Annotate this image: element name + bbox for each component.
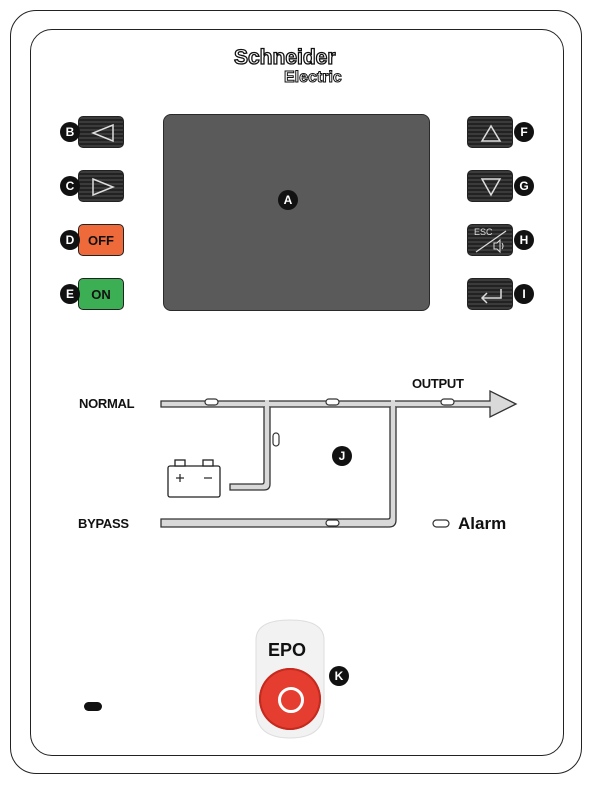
join-right [391, 400, 395, 409]
logo-line2: Electric [284, 69, 343, 87]
epo-button[interactable] [259, 668, 321, 730]
battery-icon [167, 459, 221, 498]
on-button[interactable]: ON [78, 278, 124, 310]
on-button-callout: E [60, 284, 80, 304]
enter-button-callout: I [514, 284, 534, 304]
left-button[interactable] [78, 116, 124, 148]
alarm-led [432, 519, 450, 528]
up-triangle-icon [480, 124, 502, 142]
on-button-label: ON [91, 286, 111, 302]
up-button-callout: F [514, 122, 534, 142]
inverter-led [325, 398, 340, 406]
bypass-led [325, 519, 340, 527]
down-triangle-icon [480, 178, 502, 197]
off-button-callout: D [60, 230, 80, 250]
left-button-callout: B [60, 122, 80, 142]
screen-callout: A [278, 190, 298, 210]
standby-indicator [84, 702, 102, 711]
output-label: OUTPUT [412, 376, 464, 391]
down-button-callout: G [514, 176, 534, 196]
up-button[interactable] [467, 116, 513, 148]
esc-button-callout: H [514, 230, 534, 250]
mute-icon [475, 230, 507, 254]
off-button[interactable]: OFF [78, 224, 124, 256]
epo-ring-icon [278, 687, 304, 713]
enter-arrow-icon [480, 289, 502, 304]
left-triangle-icon [90, 123, 114, 143]
esc-label: ESC [474, 227, 493, 237]
bypass-path [160, 407, 397, 528]
esc-mute-button[interactable]: ESC [467, 224, 513, 256]
right-button[interactable] [78, 170, 124, 202]
logo-line1: Schneider [233, 45, 336, 69]
battery-led [272, 432, 280, 447]
panel-outer-frame [10, 10, 582, 774]
normal-label: NORMAL [79, 396, 135, 411]
off-button-label: OFF [88, 232, 114, 248]
right-button-callout: C [60, 176, 80, 196]
bypass-label: BYPASS [78, 516, 129, 531]
epo-label: EPO [268, 640, 307, 660]
down-button[interactable] [467, 170, 513, 202]
normal-led [204, 398, 219, 406]
right-triangle-icon [92, 177, 116, 197]
output-led [440, 398, 455, 406]
alarm-label: Alarm [458, 514, 507, 533]
enter-button[interactable] [467, 278, 513, 310]
panel-inner-frame [30, 29, 564, 756]
epo-callout: K [329, 666, 349, 686]
brand-logo: Schneider Electric [233, 45, 364, 96]
battery-path [229, 407, 271, 491]
display-screen [163, 114, 430, 311]
flow-callout: J [332, 446, 352, 466]
join-left [265, 400, 269, 409]
